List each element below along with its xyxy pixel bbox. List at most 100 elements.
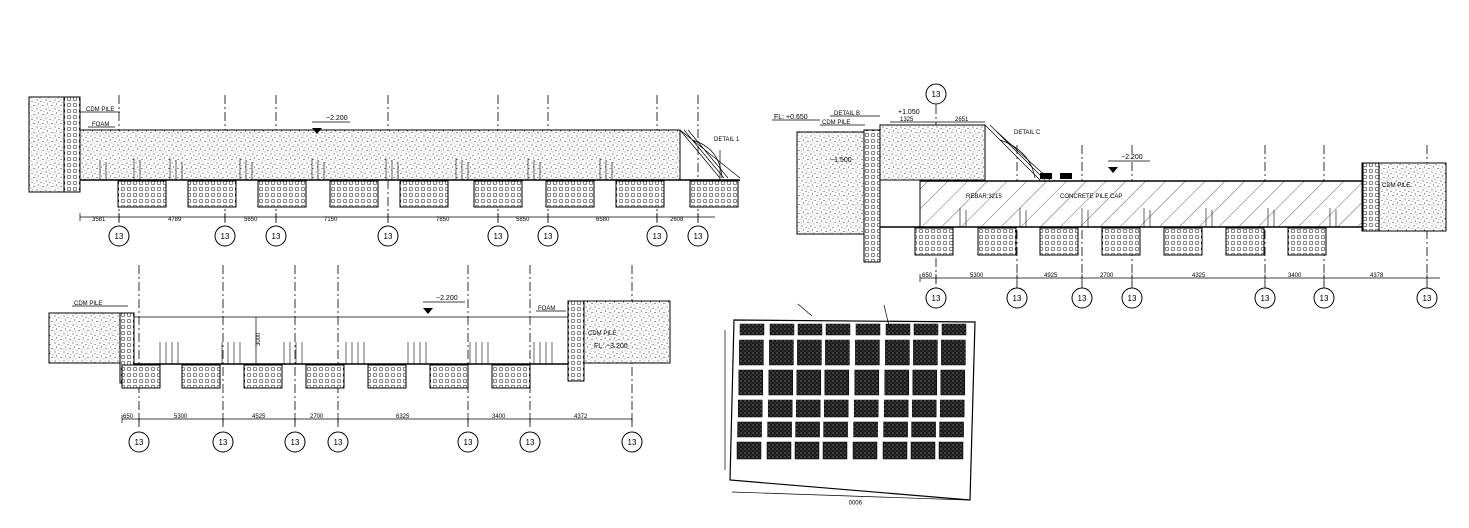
grid-bubble-label: 13 (494, 232, 503, 241)
plan-cell (825, 323, 851, 336)
plan-cell (885, 339, 910, 366)
plan-cell (854, 369, 880, 396)
plan-cell (941, 323, 967, 336)
dim: 3400 (492, 414, 506, 420)
grid-bubble-label: 13 (1128, 294, 1137, 303)
grid-bubble: 13 (128, 431, 150, 453)
detail-1-slope (679, 129, 741, 180)
grid-bubble: 13 (925, 83, 947, 105)
cap-label: CONCRETE PILE CAP (1060, 194, 1122, 200)
soil-wall-left (48, 312, 122, 364)
plan-cell (739, 323, 765, 336)
level-marker: −2.200 (312, 115, 350, 134)
pile-caps (121, 364, 531, 389)
dimension-line: 3581 4789 5650 7150 7850 5850 6580 2608 (79, 213, 715, 223)
plan-cell (853, 421, 878, 438)
plan-outline (729, 319, 976, 501)
level-small-label: −1.500 (830, 157, 852, 164)
dim: 650 (922, 273, 933, 279)
plan-width-dim: 9000 (848, 498, 862, 504)
plan-cell (883, 399, 909, 418)
grid-bubble-label: 13 (1423, 294, 1432, 303)
grid-bubble: 13 (687, 225, 709, 247)
grid-bubble-label: 13 (1320, 294, 1329, 303)
plan-cell (738, 369, 764, 396)
plan-cell (795, 399, 821, 418)
dim: 2700 (310, 414, 324, 420)
plan-cell (823, 421, 848, 438)
plan-cell (911, 399, 937, 418)
svg-text:13: 13 (932, 90, 941, 99)
grid-bubble: 13 (487, 225, 509, 247)
dim: 2608 (670, 217, 684, 223)
plan-cell (766, 441, 792, 460)
grid-bubble: 13 (284, 431, 306, 453)
foam-label: FOAM (92, 122, 109, 128)
pile-caps (914, 227, 1327, 256)
dim: 4789 (168, 217, 182, 223)
grid-bubble-label: 13 (1013, 294, 1022, 303)
grid-bubble: 13 (457, 431, 479, 453)
grid-bubble: 13 (377, 225, 399, 247)
grid-bubble-label: 13 (1078, 294, 1087, 303)
grid-bubble-label: 13 (694, 232, 703, 241)
dim: 6580 (596, 217, 610, 223)
plan-cell (794, 441, 820, 460)
rebar-label: REBAR:3215 (966, 194, 1002, 200)
grid-bubble: 13 (1121, 287, 1143, 309)
plan-cell (911, 421, 936, 438)
level-label: −2.200 (326, 115, 348, 122)
plan-cell (769, 339, 794, 366)
rebar-ticks (959, 208, 1337, 227)
plan-cell (938, 441, 964, 460)
dim: 2700 (1100, 273, 1114, 279)
plan-cell (737, 421, 762, 438)
cdm-pile-long (863, 129, 881, 263)
plan-cell (824, 369, 850, 396)
section-top-right: 13 FL: +0.650 DETAIL B CDM PILE +1.050 1… (772, 83, 1447, 290)
cdm-pile-label: CDM PILE (822, 120, 850, 126)
level-marker: −2.200 (423, 295, 465, 314)
grid-bubble: 13 (214, 225, 236, 247)
grid-bubble-label: 13 (334, 438, 343, 447)
grid-bubble-label: 13 (115, 232, 124, 241)
grid-bubble: 13 (646, 225, 668, 247)
plan-cell (797, 339, 822, 366)
dim: 7850 (436, 217, 450, 223)
detail-label: DETAIL 1 (714, 137, 740, 143)
detail-c-slope (984, 124, 1072, 181)
dim: 5300 (174, 414, 188, 420)
grid-bubble: 13 (519, 431, 541, 453)
fl-label: FL: −3.200 (594, 343, 628, 350)
rebar-ticks (99, 158, 613, 180)
grid-bubble: 13 (1006, 287, 1028, 309)
grid-bubble: 13 (1071, 287, 1093, 309)
grid-bubble-label: 13 (544, 232, 553, 241)
plan-cell (767, 399, 793, 418)
soil-wall-right (567, 300, 671, 364)
plan-cell (768, 369, 794, 396)
plan-cell (795, 421, 820, 438)
concrete-pile-cap (919, 180, 1364, 228)
grid-bubble-label: 13 (526, 438, 535, 447)
top-dim: 1325 (900, 117, 914, 123)
plan-cell (912, 369, 938, 396)
dim: 5300 (970, 273, 984, 279)
dim: 5650 (244, 217, 258, 223)
plan-cell (822, 441, 848, 460)
plan-view: 9000 (724, 303, 976, 504)
soil-wall-left (796, 131, 866, 235)
dim: 4525 (252, 414, 266, 420)
plan-cell (855, 339, 880, 366)
cdm-pile-right-label: CDM PILE (1382, 183, 1410, 189)
grid-bubble: 13 (621, 431, 643, 453)
plan-cell (769, 323, 795, 336)
detail-b-label: DETAIL B (834, 111, 860, 117)
top-dim: 2651 (955, 117, 969, 123)
grid-bubble: 13 (537, 225, 559, 247)
grid-bubble: 13 (327, 431, 349, 453)
plan-cell (939, 399, 965, 418)
raised-cap (879, 124, 986, 181)
plan-cell (941, 339, 966, 366)
grid-bubble-label: 13 (384, 232, 393, 241)
